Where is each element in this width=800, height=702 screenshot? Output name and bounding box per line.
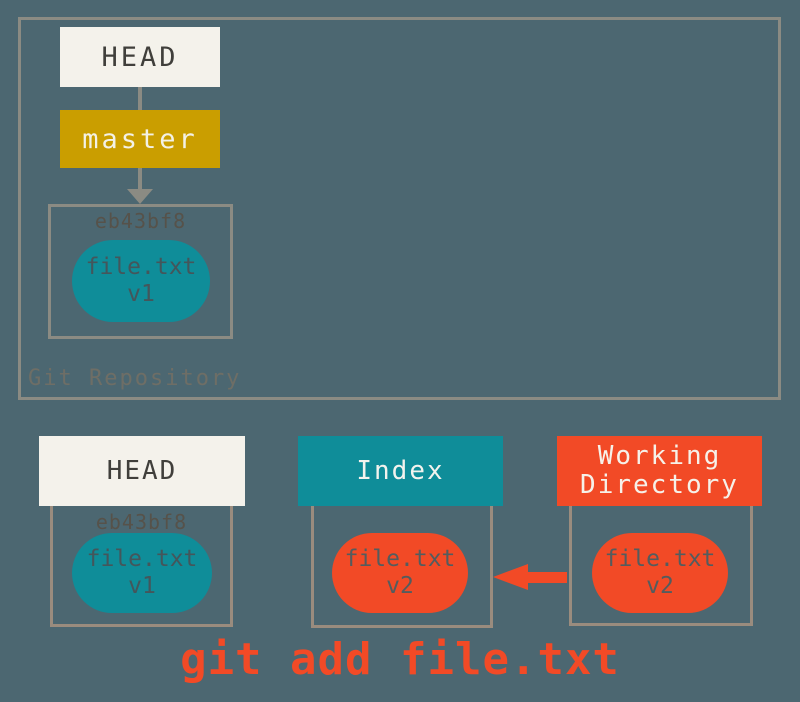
arrow-down-icon bbox=[127, 189, 153, 204]
head-file-blob-v1: file.txt v1 bbox=[72, 533, 212, 613]
head-column-sha-label: eb43bf8 bbox=[95, 510, 188, 534]
working-directory-header: Working Directory bbox=[557, 436, 762, 506]
file-version-label: v2 bbox=[386, 573, 414, 599]
working-directory-frame bbox=[569, 506, 753, 626]
file-name-label: file.txt bbox=[85, 254, 197, 280]
working-directory-title-line1: Working bbox=[597, 441, 722, 471]
file-version-label: v1 bbox=[128, 573, 156, 599]
master-to-commit-line bbox=[138, 168, 142, 190]
file-name-label: file.txt bbox=[344, 546, 456, 572]
head-ref-label: HEAD bbox=[101, 41, 179, 73]
working-directory-title: Working Directory bbox=[580, 442, 739, 500]
head-ref-box: HEAD bbox=[60, 27, 220, 87]
index-column-header: Index bbox=[298, 436, 503, 506]
file-blob-v1: file.txt v1 bbox=[72, 240, 210, 322]
master-branch-label: master bbox=[82, 123, 198, 155]
working-file-blob-v2: file.txt v2 bbox=[592, 533, 728, 613]
index-column-frame bbox=[311, 506, 493, 628]
arrow-left-icon bbox=[493, 564, 528, 590]
file-version-label: v2 bbox=[646, 573, 674, 599]
head-column-header: HEAD bbox=[39, 436, 245, 506]
head-to-master-line bbox=[138, 87, 142, 110]
index-column-title: Index bbox=[356, 456, 445, 486]
working-directory-title-line2: Directory bbox=[580, 470, 739, 500]
git-repository-box bbox=[18, 17, 781, 400]
index-file-blob-v2: file.txt v2 bbox=[332, 533, 468, 613]
git-repository-label: Git Repository bbox=[28, 366, 242, 391]
commit-sha-label: eb43bf8 bbox=[94, 209, 187, 233]
file-version-label: v1 bbox=[127, 281, 155, 307]
add-arrow-shaft bbox=[527, 572, 567, 583]
file-name-label: file.txt bbox=[86, 546, 198, 572]
commit-box bbox=[48, 204, 233, 339]
head-column-title: HEAD bbox=[106, 456, 178, 486]
head-column-frame bbox=[50, 506, 233, 627]
git-command-caption: git add file.txt bbox=[180, 634, 620, 685]
file-name-label: file.txt bbox=[604, 546, 716, 572]
master-branch-box: master bbox=[60, 110, 220, 168]
